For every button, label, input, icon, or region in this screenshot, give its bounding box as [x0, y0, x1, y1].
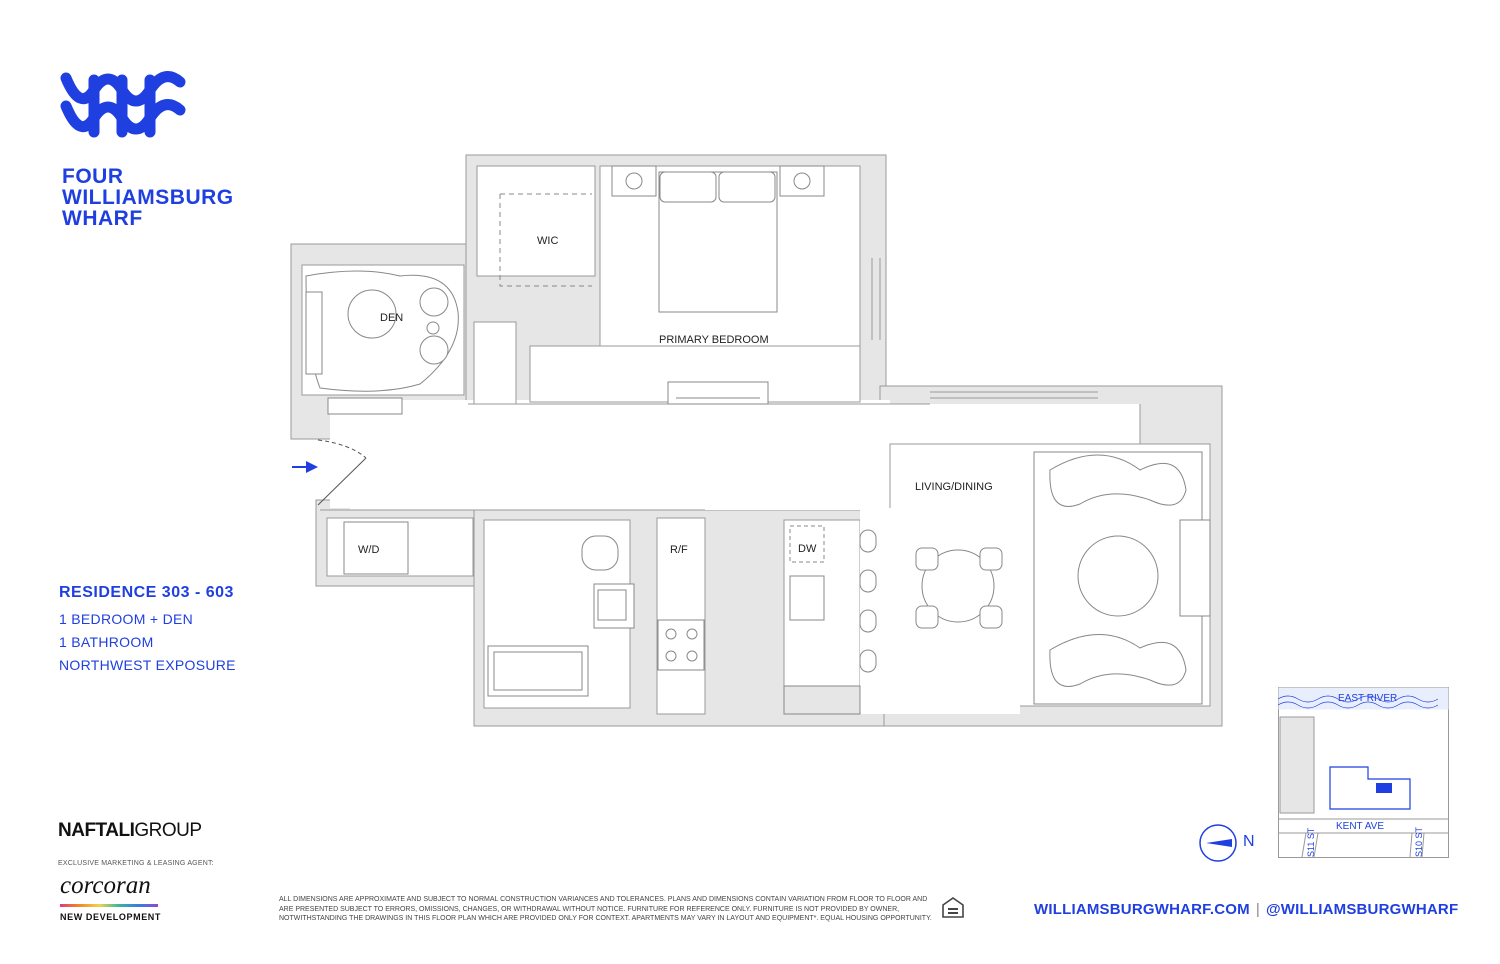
wave-w-logo [60, 71, 186, 138]
kitchen-bath-fixtures [343, 521, 861, 715]
website-link[interactable]: WILLIAMSBURGWHARF.COM [1034, 901, 1250, 918]
brand-name-line3: WHARF [62, 207, 143, 230]
residence-title: RESIDENCE 303 - 603 [59, 584, 234, 601]
legal-disclaimer: ALL DIMENSIONS ARE APPROXIMATE AND SUBJE… [279, 896, 932, 922]
residence-bathrooms: 1 BATHROOM [59, 634, 154, 650]
social-handle-link[interactable]: @WILLIAMSBURGWHARF [1265, 901, 1459, 918]
room-label-primary-bedroom: PRIMARY BEDROOM [659, 334, 769, 346]
key-plan: EAST RIVER KENT AVE S11 ST S10 ST [1278, 687, 1449, 858]
room-label-rf: R/F [670, 544, 688, 556]
equal-housing-icon [942, 897, 964, 918]
compass-north-label: N [1243, 833, 1255, 850]
brand-name-line1: FOUR [62, 165, 124, 188]
key-plan-street-right: S10 ST [1414, 826, 1424, 857]
room-label-wic: WIC [537, 235, 558, 247]
footer-links: WILLIAMSBURGWHARF.COM | @WILLIAMSBURGWHARF [1034, 901, 1458, 918]
key-plan-street-left: S11 ST [1306, 827, 1316, 857]
agent-logo-stripe [60, 904, 158, 907]
residence-exposure: NORTHWEST EXPOSURE [59, 657, 236, 673]
developer-logo: NAFTALIGROUP [58, 820, 202, 842]
key-plan-avenue-label: KENT AVE [1336, 821, 1384, 832]
brand-name: FOUR WILLIAMSBURG WHARF [62, 166, 234, 229]
key-plan-river-label: EAST RIVER [1338, 693, 1397, 704]
agent-logo: corcoran [60, 872, 151, 899]
residence-bedrooms: 1 BEDROOM + DEN [59, 611, 194, 627]
den-furniture [305, 270, 459, 415]
entry-door [317, 439, 367, 506]
brand-name-line2: WILLIAMSBURG [62, 186, 234, 209]
developer-name-light: GROUP [134, 820, 202, 841]
room-label-living-dining: LIVING/DINING [915, 481, 993, 493]
agent-division: NEW DEVELOPMENT [60, 912, 162, 922]
agent-label: EXCLUSIVE MARKETING & LEASING AGENT: [58, 860, 214, 867]
entry-arrow-icon [292, 461, 318, 473]
living-furniture [859, 451, 1211, 705]
footer-separator: | [1255, 901, 1260, 918]
bed [611, 165, 825, 405]
room-label-dw: DW [798, 543, 817, 555]
room-labels: DEN WIC PRIMARY BEDROOM LIVING/DINING W/… [358, 235, 993, 556]
north-compass-icon [1199, 824, 1237, 862]
developer-name-bold: NAFTALI [58, 820, 135, 841]
room-label-wd: W/D [358, 544, 379, 556]
room-label-den: DEN [380, 312, 403, 324]
